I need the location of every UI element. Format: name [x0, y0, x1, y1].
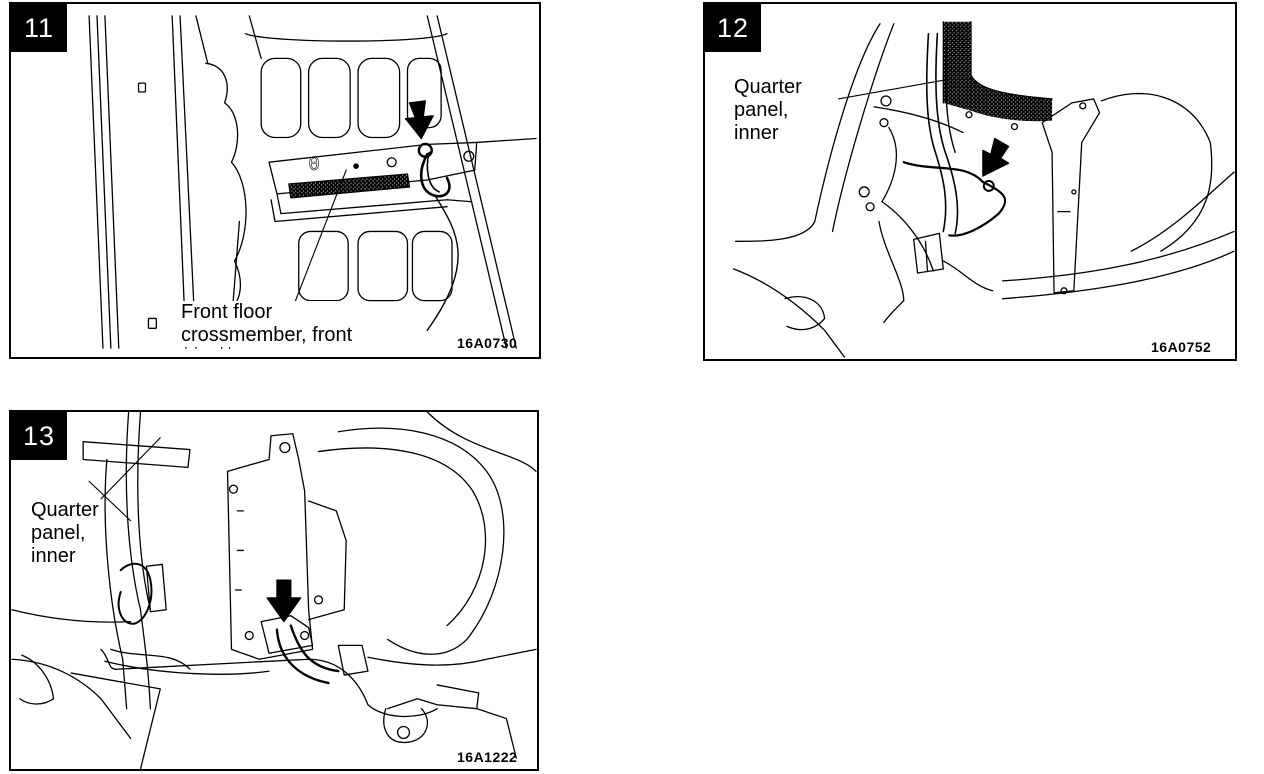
arrow-down-icon	[406, 101, 434, 139]
arrow-down-icon	[983, 138, 1009, 176]
figure-11-drawing: θ	[11, 4, 539, 357]
svg-text:θ: θ	[309, 154, 320, 175]
figure-12-drawing	[705, 4, 1235, 359]
arrow-down-icon	[267, 580, 301, 622]
callout-line: panel,	[31, 522, 86, 544]
figure-number: 13	[11, 412, 67, 460]
figure-code: 16A0730	[457, 335, 518, 351]
figure-number: 12	[705, 4, 761, 52]
callout-line: panel,	[734, 99, 789, 121]
figure-13-panel: 13 Quarter panel, inner 16A1222	[9, 410, 539, 771]
callout-label: Quarter panel, inner	[29, 499, 101, 568]
figure-13-drawing	[11, 412, 537, 769]
figure-code: 16A1222	[457, 749, 518, 765]
figure-12-panel: 12 Quarter panel, inner 16A0752	[703, 2, 1237, 361]
figure-11-panel: θ 11 Front floor crossmember, front 16A0…	[9, 2, 541, 359]
callout-line: Quarter	[31, 499, 99, 521]
callout-line: Front floor	[181, 301, 273, 323]
callout-line: inner	[31, 545, 76, 567]
figure-code: 16A0752	[1151, 339, 1212, 355]
figure-number: 11	[11, 4, 67, 52]
callout-label: Front floor crossmember, front	[179, 301, 355, 347]
callout-label: Quarter panel, inner	[732, 76, 804, 145]
callout-line: Quarter	[734, 76, 802, 98]
callout-line: inner	[734, 122, 779, 144]
callout-line: crossmember, front	[181, 324, 353, 346]
